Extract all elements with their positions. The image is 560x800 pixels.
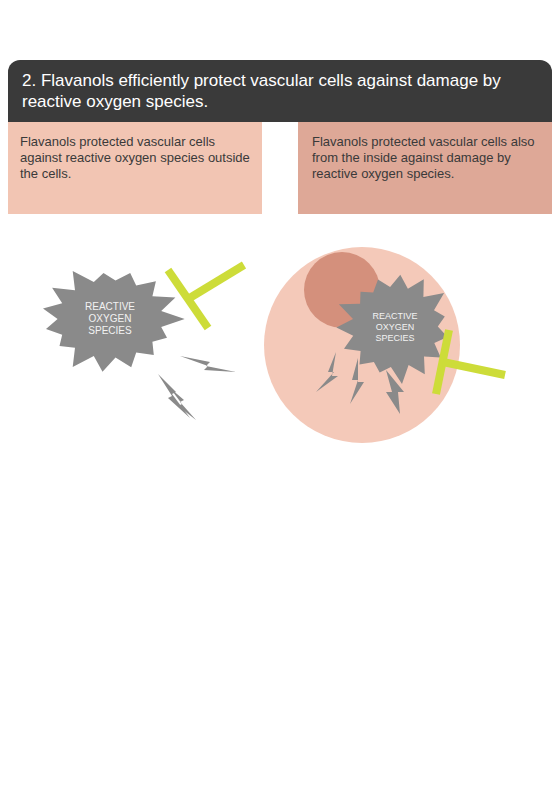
title-text: 2. Flavanols efficiently protect vascula… <box>22 70 538 112</box>
text-panel: Flavanols protected vascular cells again… <box>8 122 262 214</box>
title-band: 2. Flavanols efficiently protect vascula… <box>8 60 552 122</box>
burst-label: REACTIVE OXYGEN SPECIES <box>364 311 426 344</box>
burst-label: REACTIVE OXYGEN SPECIES <box>70 301 150 337</box>
vascular-cell <box>264 247 460 443</box>
text-panel: Flavanols protected vascular cells also … <box>298 122 552 214</box>
panel-text: Flavanols protected vascular cells again… <box>20 134 250 182</box>
lightning-bolt <box>316 352 338 392</box>
flavanol-blocker <box>436 330 505 394</box>
starburst-outline <box>43 271 185 372</box>
starburst-outline <box>336 275 447 384</box>
panel-text: Flavanols protected vascular cells also … <box>312 134 540 182</box>
lightning-bolt <box>180 356 236 372</box>
lightning-bolt <box>350 358 364 404</box>
lightning-bolt <box>170 388 196 420</box>
reactive-oxygen-burst: REACTIVE OXYGEN SPECIES <box>332 268 458 386</box>
reactive-oxygen-burst: REACTIVE OXYGEN SPECIES <box>33 262 187 376</box>
